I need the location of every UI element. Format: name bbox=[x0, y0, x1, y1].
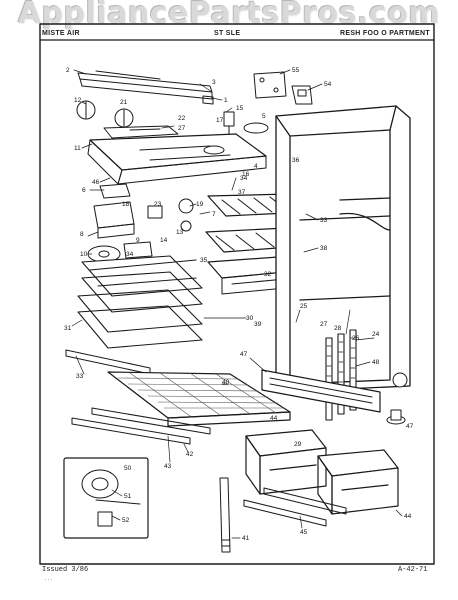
control-housing bbox=[103, 125, 179, 139]
page-frame bbox=[39, 23, 435, 565]
callout-8: 8 bbox=[80, 231, 84, 238]
top-trim-strip bbox=[77, 70, 213, 100]
callout-18: 18 bbox=[122, 201, 130, 208]
callout-35: 35 bbox=[200, 257, 208, 264]
callout-16: 16 bbox=[242, 171, 250, 178]
callout-24: 24 bbox=[372, 331, 380, 338]
callout-15: 15 bbox=[236, 105, 244, 112]
header-model-label: MISTE AIR bbox=[42, 30, 80, 37]
callout-50: 50 bbox=[124, 465, 132, 472]
callout-4: 4 bbox=[254, 163, 258, 170]
diagram-code: A-42-71 bbox=[398, 566, 428, 574]
callout-47: 47 bbox=[240, 351, 248, 358]
callout-6: 6 bbox=[82, 187, 86, 194]
callout-28: 28 bbox=[334, 325, 342, 332]
callout-1: 1 bbox=[224, 97, 228, 104]
callout-34: 34 bbox=[126, 251, 134, 258]
drain-tube-41 bbox=[219, 477, 231, 553]
thermostat-6 bbox=[99, 183, 131, 199]
control-knob-21 bbox=[114, 108, 134, 128]
damper-housing-8 bbox=[93, 201, 135, 239]
callout-14: 14 bbox=[160, 237, 168, 244]
callout-25: 25 bbox=[300, 303, 308, 310]
callout-40: 40 bbox=[222, 379, 230, 386]
callout-27: 27 bbox=[178, 125, 186, 132]
leveling-leg-47 bbox=[386, 409, 406, 425]
knob-13 bbox=[180, 220, 192, 232]
header-style-label: ST SLE bbox=[214, 30, 241, 37]
fan-bracket-34 bbox=[123, 241, 153, 259]
issue-date: Issued 3/86 bbox=[42, 566, 89, 574]
callout-37: 37 bbox=[238, 189, 246, 196]
trim-bracket-1 bbox=[202, 95, 214, 105]
mounting-plate-55 bbox=[253, 71, 287, 99]
callout-26: 26 bbox=[352, 335, 360, 342]
callout-13: 13 bbox=[176, 229, 184, 236]
callout-41: 41 bbox=[242, 535, 250, 542]
callout-31: 31 bbox=[64, 325, 72, 332]
knob-19 bbox=[178, 198, 194, 214]
shelf-rail-43 bbox=[91, 407, 211, 435]
callout-27b: 27 bbox=[320, 321, 328, 328]
callout-3: 3 bbox=[212, 79, 216, 86]
callout-52: 52 bbox=[122, 517, 130, 524]
callout-46: 46 bbox=[92, 179, 100, 186]
callout-11: 11 bbox=[74, 145, 81, 152]
callout-33: 33 bbox=[76, 373, 84, 380]
callout-12: 12 bbox=[74, 97, 82, 104]
callout-2: 2 bbox=[66, 67, 70, 74]
callout-51: 51 bbox=[124, 493, 132, 500]
callout-22: 22 bbox=[178, 115, 186, 122]
crisper-rail-45 bbox=[243, 487, 347, 527]
footer-note: ... bbox=[44, 576, 54, 582]
light-bulb-49 bbox=[392, 372, 408, 388]
callout-36: 36 bbox=[292, 157, 300, 164]
callout-32: 32 bbox=[264, 271, 272, 278]
callout-9: 9 bbox=[136, 237, 140, 244]
damper-control-23 bbox=[147, 205, 163, 219]
shelf-rail-42 bbox=[71, 417, 191, 445]
control-knob-12 bbox=[76, 100, 96, 120]
callout-23: 23 bbox=[154, 201, 162, 208]
callout-30: 30 bbox=[246, 315, 254, 322]
crisper-drawer-left-44 bbox=[245, 429, 327, 495]
light-socket-15 bbox=[223, 111, 235, 135]
roller-assembly-inset bbox=[63, 457, 149, 539]
callout-55: 55 bbox=[292, 67, 300, 74]
callout-7: 7 bbox=[212, 211, 216, 218]
leader-lines bbox=[71, 69, 403, 539]
callout-39: 39 bbox=[254, 321, 262, 328]
callout-43: 43 bbox=[164, 463, 172, 470]
glass-shelf-40 bbox=[107, 371, 291, 427]
callout-29: 29 bbox=[294, 441, 302, 448]
watermark-logo: AppliancePartsPros.com bbox=[17, 0, 441, 31]
callout-19: 19 bbox=[196, 201, 204, 208]
callout-44-left: 44 bbox=[270, 415, 278, 422]
callout-47-leg: 47 bbox=[406, 423, 414, 430]
callout-45: 45 bbox=[300, 529, 308, 536]
callout-21: 21 bbox=[120, 99, 128, 106]
callout-44-right: 44 bbox=[404, 513, 412, 520]
callout-42: 42 bbox=[186, 451, 194, 458]
callout-54: 54 bbox=[324, 81, 332, 88]
header-section-title: RESH FOO O PARTMENT bbox=[340, 30, 430, 37]
shelf-grid-lines bbox=[117, 372, 285, 417]
hinge-bracket-54 bbox=[291, 85, 313, 105]
light-shield-16 bbox=[243, 122, 269, 134]
part-callouts: 2 3 1 15 55 54 12 21 22 27 17 5 11 46 16… bbox=[64, 67, 414, 542]
callout-33-right: 33 bbox=[320, 217, 328, 224]
crisper-drawer-right-44 bbox=[317, 449, 399, 515]
refrigerator-cabinet bbox=[275, 105, 411, 393]
callout-34-top: 34 bbox=[240, 175, 248, 182]
ceiling-liner-panel bbox=[87, 133, 267, 185]
wire-shelf-stack bbox=[77, 255, 203, 349]
callout-48: 48 bbox=[372, 359, 380, 366]
callout-17: 17 bbox=[216, 117, 224, 124]
base-grille-47 bbox=[261, 369, 381, 413]
callout-5: 5 bbox=[262, 113, 266, 120]
callout-38: 38 bbox=[320, 245, 328, 252]
callout-10: 10 bbox=[80, 251, 88, 258]
